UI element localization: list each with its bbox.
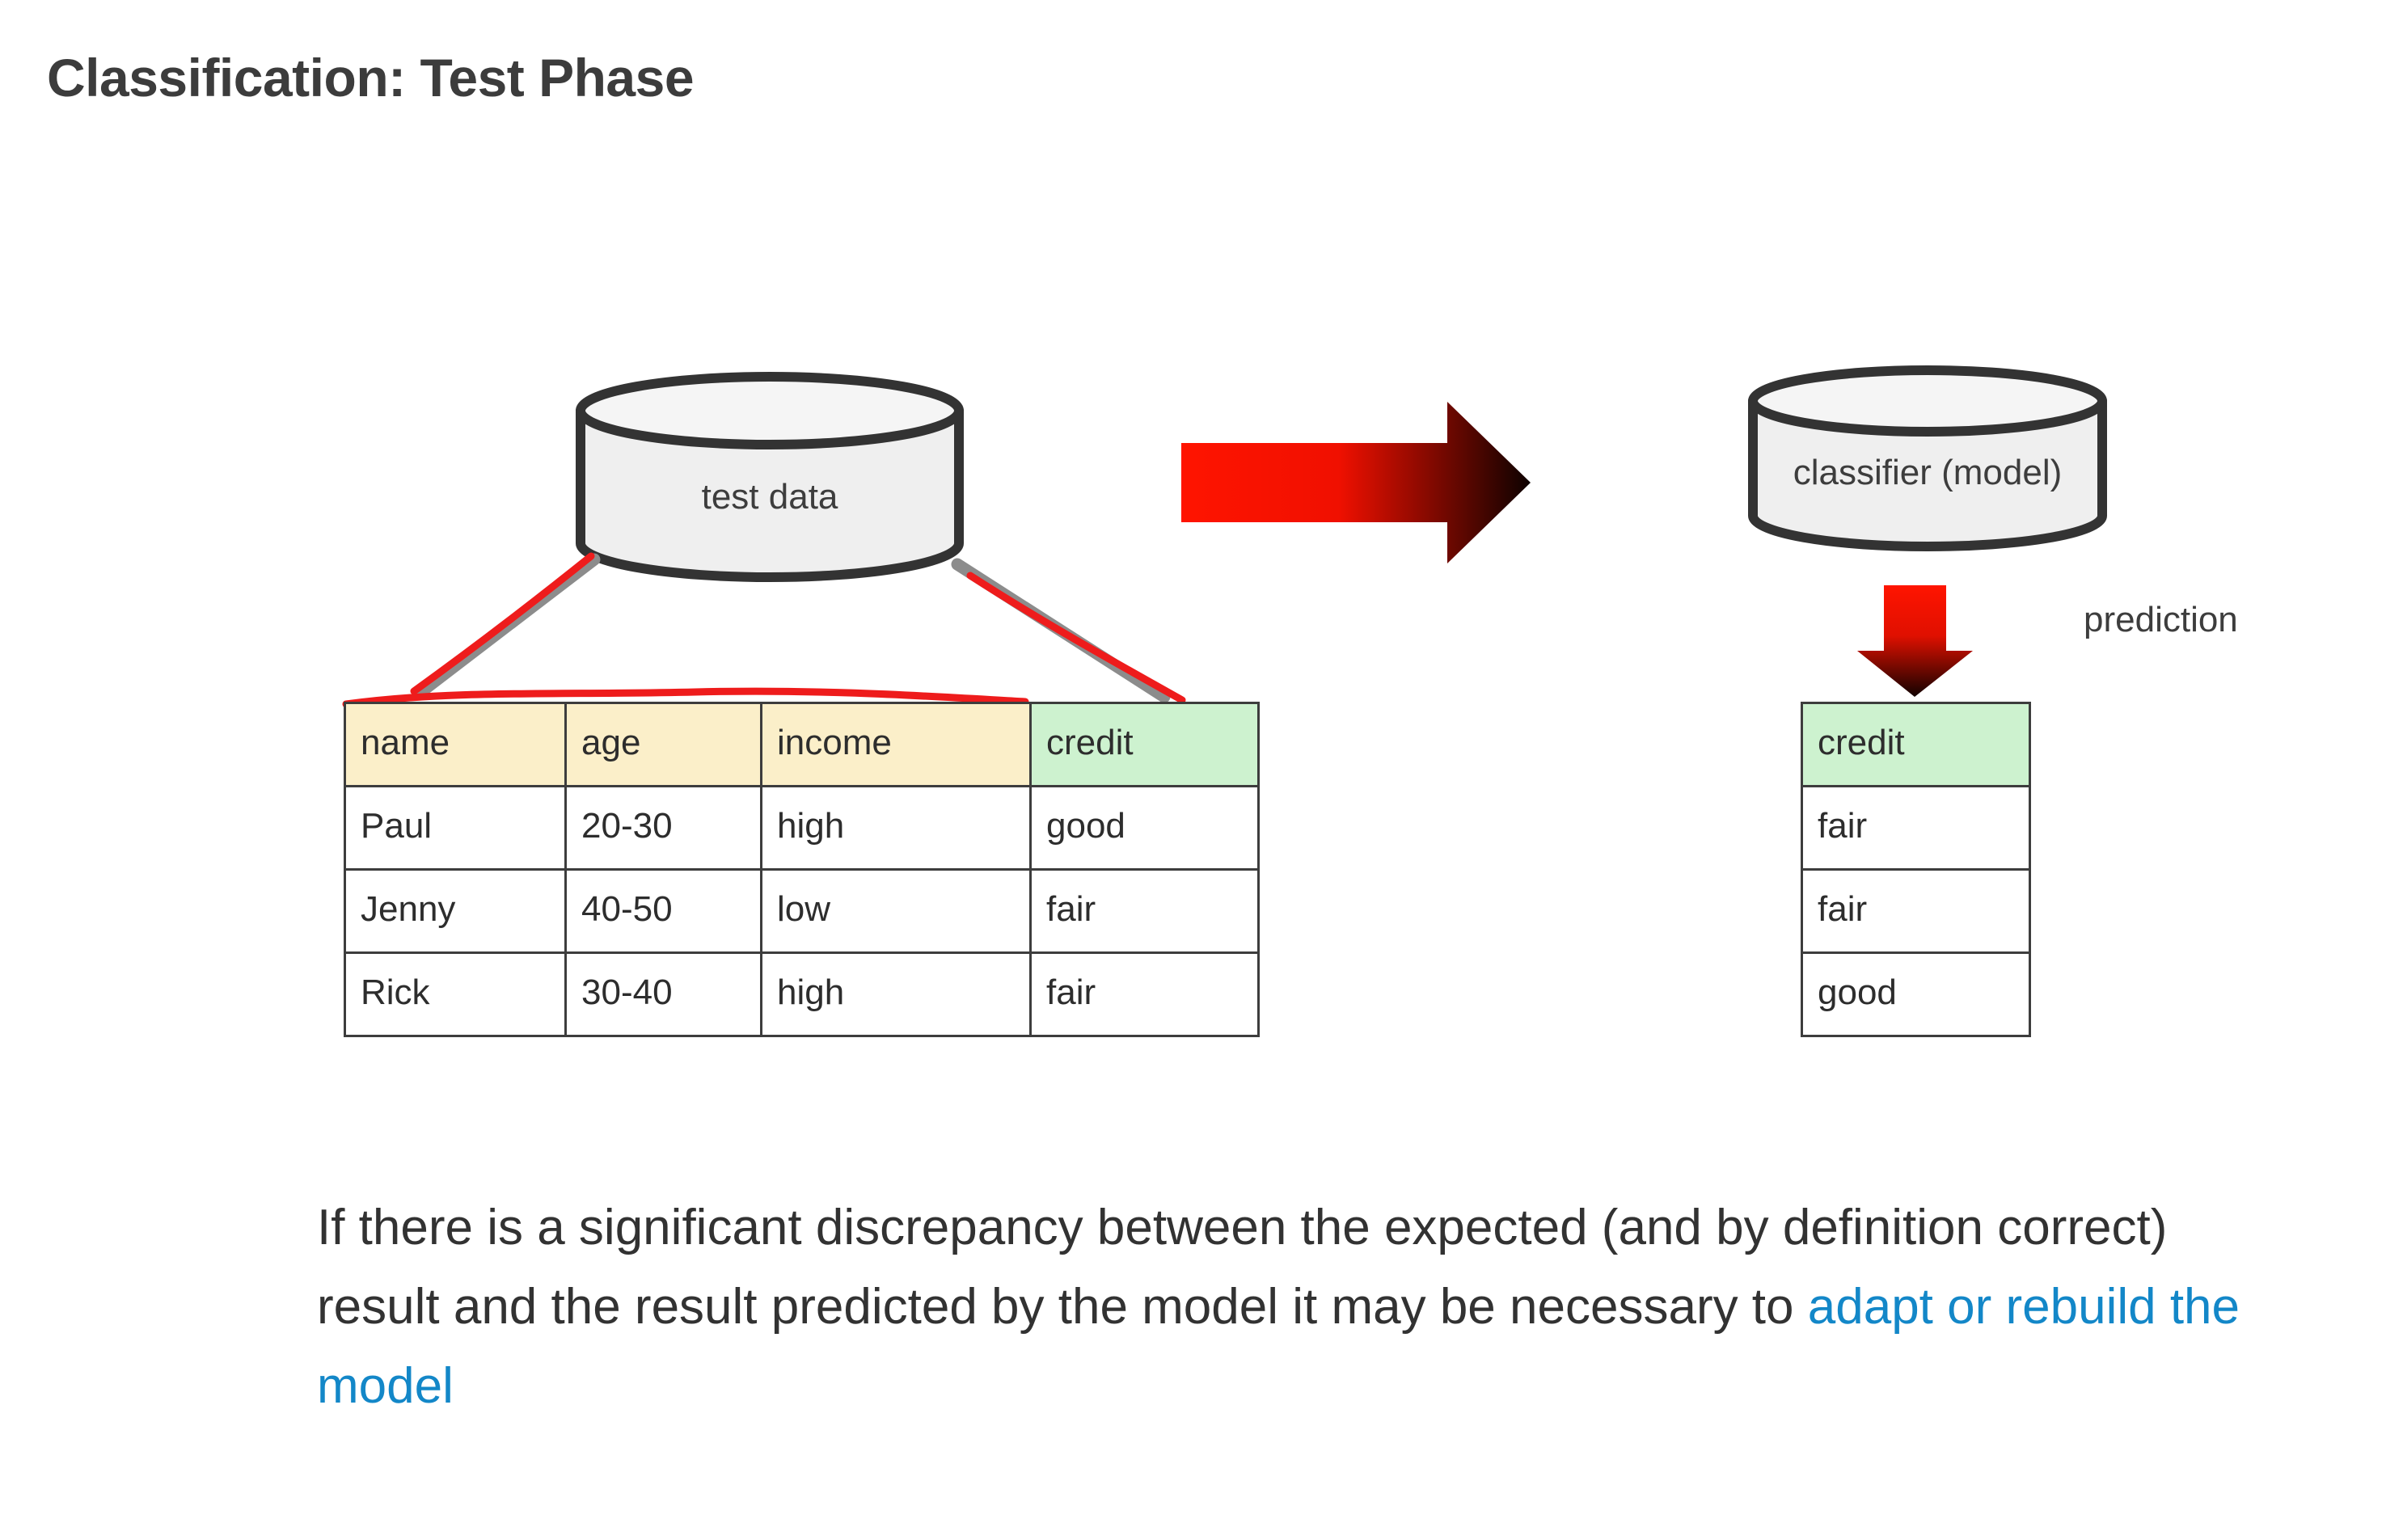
prediction-table: credit fair fair good (1801, 702, 2031, 1037)
cell-age: 30-40 (564, 951, 762, 1037)
test-data-cylinder-label: test data (701, 477, 838, 517)
table-row: good (1801, 951, 2031, 1037)
test-data-table: name age income credit Paul 20-30 high g… (344, 702, 1260, 1037)
red-ink-annotation (342, 552, 1186, 708)
cell-credit: fair (1801, 868, 2031, 954)
table-row: fair (1801, 868, 2031, 954)
table-row: Paul 20-30 high good (344, 785, 1260, 871)
cell-name: Jenny (344, 868, 567, 954)
footer-text-highlight: adapt or rebuild the model (317, 1279, 2240, 1414)
table-header-row: name age income credit (344, 702, 1260, 787)
footer-text-plain: If there is a significant discrepancy be… (317, 1200, 2168, 1335)
cell-income: high (760, 785, 1032, 871)
connector-lines (412, 553, 1171, 703)
classifier-cylinder-label: classifier (model) (1793, 453, 2063, 492)
footer-paragraph: If there is a significant discrepancy be… (317, 1188, 2257, 1426)
table-row: Rick 30-40 high fair (344, 951, 1260, 1037)
cell-credit: good (1801, 951, 2031, 1037)
down-arrow-icon (1857, 585, 1973, 697)
table-row: Jenny 40-50 low fair (344, 868, 1260, 954)
prediction-label: prediction (2084, 600, 2238, 639)
table-header-row: credit (1801, 702, 2031, 787)
column-header-age: age (564, 702, 762, 787)
cell-income: low (760, 868, 1032, 954)
column-header-credit: credit (1801, 702, 2031, 787)
cell-name: Paul (344, 785, 567, 871)
right-arrow-icon (1181, 402, 1531, 563)
column-header-name: name (344, 702, 567, 787)
cell-age: 20-30 (564, 785, 762, 871)
page-title: Classification: Test Phase (47, 48, 695, 108)
cell-income: high (760, 951, 1032, 1037)
cell-age: 40-50 (564, 868, 762, 954)
column-header-income: income (760, 702, 1032, 787)
cell-credit: fair (1029, 868, 1260, 954)
cell-credit: fair (1029, 951, 1260, 1037)
cell-name: Rick (344, 951, 567, 1037)
cell-credit: good (1029, 785, 1260, 871)
cell-credit: fair (1801, 785, 2031, 871)
column-header-credit: credit (1029, 702, 1260, 787)
table-row: fair (1801, 785, 2031, 871)
